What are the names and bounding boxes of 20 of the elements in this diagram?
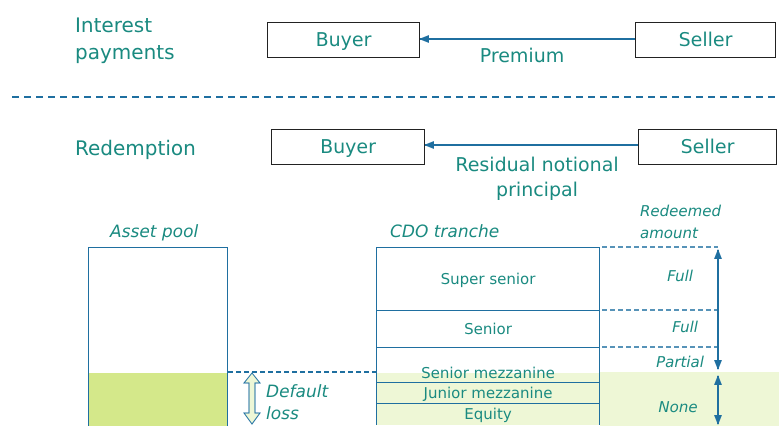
redeemed-value: Partial xyxy=(655,352,705,372)
party-box: Buyer xyxy=(271,129,425,165)
annotation-text: Default loss xyxy=(266,381,330,425)
arrow xyxy=(419,35,635,43)
redeemed-value: None xyxy=(657,397,699,417)
section-label: Redemption xyxy=(75,136,197,160)
redeemed-value: Full xyxy=(671,317,699,337)
edge-label: Residual notional principal xyxy=(454,153,620,203)
redeemed-value: Full xyxy=(666,266,694,286)
tranche-row: Equity xyxy=(377,404,599,425)
column-heading: Redeemed amount xyxy=(640,201,722,244)
tranche-row: Junior mezzanine xyxy=(377,383,599,404)
section-label: Interest payments xyxy=(75,12,176,66)
arrow xyxy=(424,141,638,149)
column-heading: CDO tranche xyxy=(390,222,500,242)
column-heading: Asset pool xyxy=(110,222,198,242)
party-box: Seller xyxy=(638,129,777,165)
edge-label: Premium xyxy=(478,44,566,69)
party-box: Buyer xyxy=(267,22,420,58)
party-box: Seller xyxy=(635,22,776,58)
